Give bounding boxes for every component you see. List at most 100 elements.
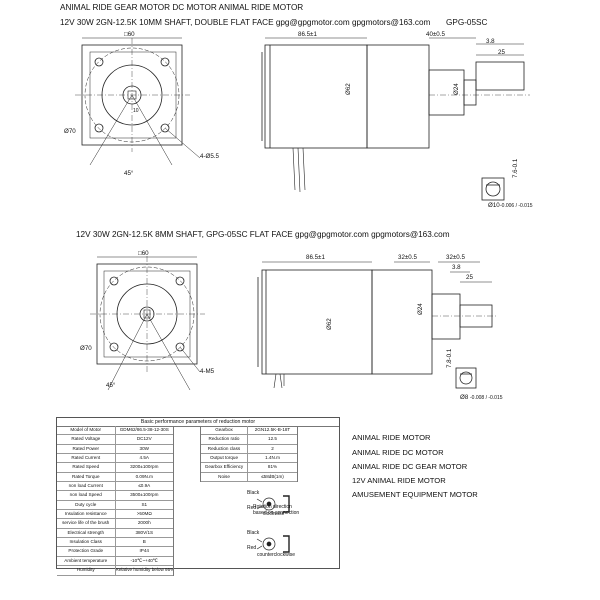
- dim-shaft-len-1: 40±0.5: [426, 31, 445, 38]
- spec-value: 1.4N.m: [265, 455, 280, 461]
- front-view-1: [75, 37, 201, 166]
- rotation-label: Rotation direction based on connection: [253, 504, 300, 516]
- spec-row: Insulation resistance >50MΩ: [57, 510, 173, 520]
- dim-diag-2: Ø70: [80, 345, 92, 352]
- side-view-2: [257, 261, 498, 389]
- spec-row: service life of the brush 2000h: [57, 519, 173, 529]
- spec-value: 0.09N.m: [135, 473, 153, 479]
- spec-value: Relative humidity below 95%: [115, 567, 174, 573]
- title-line-1: ANIMAL RIDE GEAR MOTOR DC MOTOR ANIMAL R…: [60, 3, 304, 12]
- spec-key: Model of Motor: [57, 426, 116, 435]
- spec-key: non load Current: [57, 482, 116, 491]
- spec-key: service life of the brush: [57, 519, 116, 528]
- side-list-item: 12V ANIMAL RIDE MOTOR: [352, 476, 446, 485]
- dim-boss-1: Ø24: [453, 83, 460, 95]
- spec-value: 3500±100rpm: [130, 492, 159, 498]
- side-list-item: ANIMAL RIDE MOTOR: [352, 433, 431, 442]
- dim-flat-off-1: 3.8: [486, 38, 495, 45]
- dim-angle-1: 45°: [124, 170, 134, 177]
- spec-row: Ambient temperature -10℃~+40℃: [57, 556, 173, 567]
- technical-drawings: [75, 37, 530, 391]
- spec-value: GDM62/86.5-38-12-30S: [119, 427, 169, 432]
- spec-value: B: [142, 539, 146, 545]
- spec-row: non load Speed 3500±100rpm: [57, 491, 173, 501]
- spec-key: non load Speed: [57, 491, 116, 500]
- model-label: GPG-05SC: [446, 18, 488, 27]
- dim-angle-2: 45°: [106, 382, 116, 389]
- spec-key: Noise: [201, 472, 248, 482]
- spec-value: 2000h: [137, 520, 151, 526]
- spec-table: Basic performance parameters of reductio…: [56, 417, 340, 576]
- spec-value: 30W: [139, 445, 149, 451]
- spec-key: Rated Power: [57, 444, 116, 454]
- dim-boss-2: Ø24: [417, 303, 424, 315]
- spec-value: IP44: [139, 548, 149, 554]
- spec-row: Rated Torque 0.09N.m: [57, 472, 173, 483]
- front-view-2: [90, 256, 205, 391]
- direction-ccw: counterclockwise: [257, 552, 296, 558]
- spec-value: >50MΩ: [136, 511, 152, 517]
- dim-flat-off-2: 3.8: [452, 264, 461, 271]
- dim-shaft-2: Ø8: [460, 394, 469, 401]
- side-list-item: ANIMAL RIDE DC GEAR MOTOR: [352, 462, 468, 471]
- dim-width-2: □60: [138, 250, 149, 257]
- spec-row: Duty cycle S1: [57, 500, 173, 511]
- spec-value: 81%: [267, 464, 278, 470]
- title-line-3: 12V 30W 2GN-12.5K 8MM SHAFT, GPG-05SC FL…: [76, 230, 450, 239]
- spec-row: Rated Power 30W: [57, 444, 173, 455]
- spec-key: Gearbox Efficiency: [201, 463, 248, 472]
- spec-key: Insulation Class: [57, 538, 116, 547]
- spec-value: ≤58dB(1m): [261, 473, 284, 479]
- wire-black-1: Black: [247, 490, 260, 496]
- wire-black-2: Black: [247, 530, 260, 536]
- dim-key-2: 7.8-0.1: [446, 348, 453, 368]
- spec-row: Rated Speed 3200±100rpm: [57, 463, 173, 473]
- spec-key: Ambient temperature: [57, 556, 116, 566]
- dim-holes-2: 4-M5: [200, 368, 215, 375]
- dim-dia-2: Ø62: [326, 318, 333, 330]
- spec-value: 3200±100rpm: [130, 464, 159, 470]
- side-list-item: AMUSEMENT EQUIPMENT MOTOR: [352, 490, 478, 499]
- spec-key: Duty cycle: [57, 500, 116, 510]
- side-view-1: [261, 37, 530, 201]
- dim-shaft-1: Ø10: [488, 202, 500, 209]
- spec-row: Gearbox Efficiency 81%: [201, 463, 297, 473]
- spec-key: Electrical strength: [57, 528, 116, 538]
- spec-value: S1: [141, 501, 148, 507]
- spec-key: Gearbox: [201, 426, 248, 435]
- center-mark-1: 10: [133, 108, 139, 114]
- spec-value: -10℃~+40℃: [130, 557, 158, 563]
- dim-flat-len-1: 25: [498, 49, 505, 56]
- spec-value: ≤0.9A: [138, 483, 151, 489]
- spec-value: 2GN12.5K-B-18T: [254, 427, 291, 432]
- spec-row: Insulation Class B: [57, 538, 173, 548]
- wire-red-1: Red: [247, 505, 257, 511]
- spec-key: Humidity: [57, 566, 116, 575]
- dim-body-1: 86.5±1: [298, 31, 317, 38]
- dim-flat-len-2: 25: [466, 274, 473, 281]
- spec-key: Reduction ratio: [201, 435, 248, 444]
- spec-key: Insulation resistance: [57, 510, 116, 519]
- dim-shaft-len-3: 32±0.5: [446, 254, 465, 261]
- dim-shaft-len-2: 32±0.5: [398, 254, 417, 261]
- dim-diag-1: Ø70: [64, 128, 76, 135]
- spec-row: Gearbox 2GN12.5K-B-18T: [201, 426, 297, 436]
- spec-value: 4.5A: [139, 455, 149, 461]
- spec-right-column: Gearbox 2GN12.5K-B-18T Reduction ratio 12.5…: [200, 426, 298, 483]
- wire-red-2: Red: [247, 545, 257, 551]
- spec-key: Rated Speed: [57, 463, 116, 472]
- spec-key: Rated Torque: [57, 472, 116, 482]
- spec-key: Protection Grade: [57, 547, 116, 556]
- direction-cw: clockwise: [263, 511, 285, 517]
- spec-value: 12.5: [268, 436, 277, 442]
- dim-tol-1: -0.006 / -0.015: [500, 203, 533, 209]
- spec-key: Reduction class: [201, 444, 248, 454]
- wiring-diagram: [256, 495, 290, 553]
- dim-key-1: 7.6-0.1: [512, 158, 519, 178]
